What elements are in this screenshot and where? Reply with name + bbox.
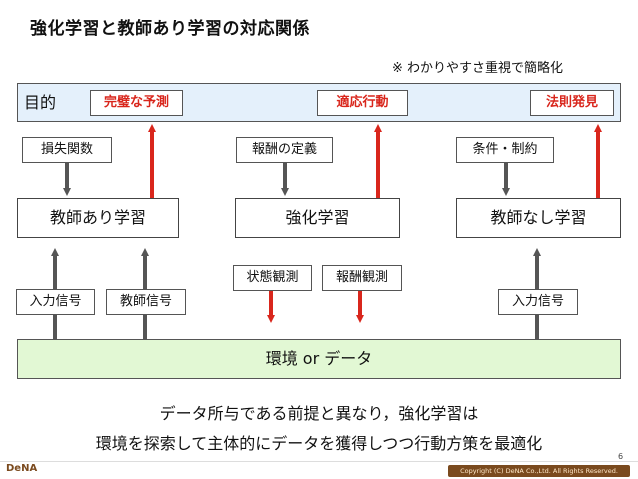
copyright-notice: Copyright (C) DeNA Co.,Ltd. All Rights R… [448,465,630,477]
signal-reward-observation: 報酬観測 [322,265,402,291]
caption-line-1: データ所与である前提と異なり，強化学習は [159,404,479,423]
simplification-note: ※ わかりやすさ重視で簡略化 [392,61,564,76]
tag-conditions-constraints: 条件・制約 [456,137,554,163]
signal-state-observation: 状態観測 [233,265,312,291]
brand-logo: DeNA [6,463,38,474]
environment-box: 環境 or データ [17,339,621,379]
method-reinforcement-learning: 強化学習 [235,198,400,238]
method-unsupervised-learning: 教師なし学習 [456,198,621,238]
page-number: 6 [618,452,624,461]
signal-input-unsupervised: 入力信号 [498,289,578,315]
tag-reward-definition: 報酬の定義 [236,137,333,163]
signal-teacher: 教師信号 [106,289,186,315]
caption-line-2: 環境を探索して主体的にデータを獲得しつつ行動方策を最適化 [95,434,543,453]
goal-perfect-prediction: 完璧な予測 [90,90,183,116]
tag-loss-function: 損失関数 [22,137,112,163]
method-supervised-learning: 教師あり学習 [17,198,179,238]
goal-panel-label: 目的 [24,93,57,112]
signal-input-supervised: 入力信号 [16,289,95,315]
page-title: 強化学習と教師あり学習の対応関係 [30,19,310,39]
goal-law-discovery: 法則発見 [530,90,614,116]
goal-adaptive-action: 適応行動 [317,90,408,116]
